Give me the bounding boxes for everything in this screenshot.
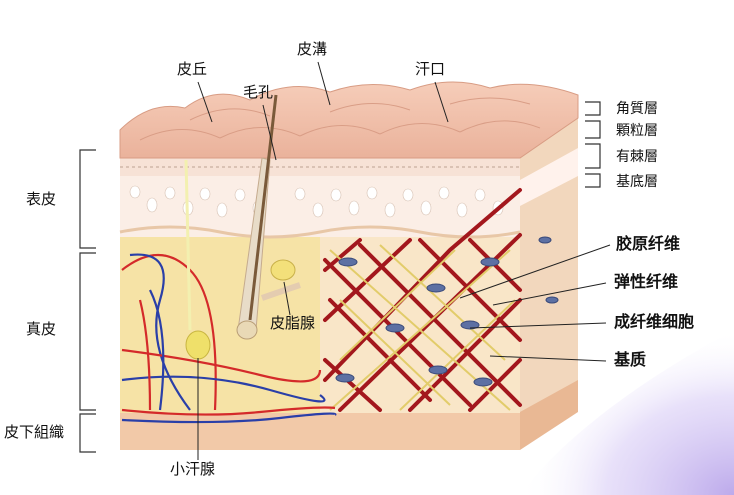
fibroblast-cells (335, 236, 559, 387)
label-collagen: 胶原纤维 (616, 234, 681, 253)
label-hifu-kyu: 皮丘 (177, 60, 208, 78)
side-stripes (520, 148, 578, 206)
label-elastic: 弹性纤维 (614, 272, 679, 291)
sweat-duct (184, 159, 192, 331)
right-brackets (585, 101, 601, 188)
label-fibroblast: 成纤维细胞 (614, 312, 695, 331)
corner-glow (520, 330, 734, 495)
label-sweat-gland: 小汗腺 (170, 460, 216, 478)
label-moko: 毛孔 (243, 83, 274, 101)
hair-shaft (248, 94, 278, 321)
leader-lines (197, 61, 611, 460)
subcutis-layer (120, 412, 520, 450)
label-yukyoku: 有棘層 (616, 149, 658, 165)
blood-vessels (121, 253, 337, 424)
label-kakushitsu: 角質層 (616, 101, 658, 117)
label-kanko: 汗口 (415, 60, 446, 78)
sweat-gland (185, 330, 211, 360)
label-shinpi: 真皮 (26, 320, 57, 338)
label-hika: 皮下組織 (4, 423, 65, 441)
label-hyohi: 表皮 (26, 190, 57, 208)
hair-bulb (236, 320, 258, 340)
label-sebaceous-gland: 皮脂腺 (270, 314, 316, 332)
label-kitei: 基底層 (616, 174, 658, 190)
sebaceous-gland (270, 259, 296, 281)
label-karyu: 顆粒層 (616, 123, 658, 139)
label-matrix: 基质 (614, 350, 647, 369)
left-brackets (79, 149, 96, 453)
skin-surface (119, 81, 579, 159)
label-hifu-ko: 皮溝 (297, 40, 328, 58)
elastic-fibers (329, 244, 516, 411)
collagen-fibers (323, 188, 522, 412)
